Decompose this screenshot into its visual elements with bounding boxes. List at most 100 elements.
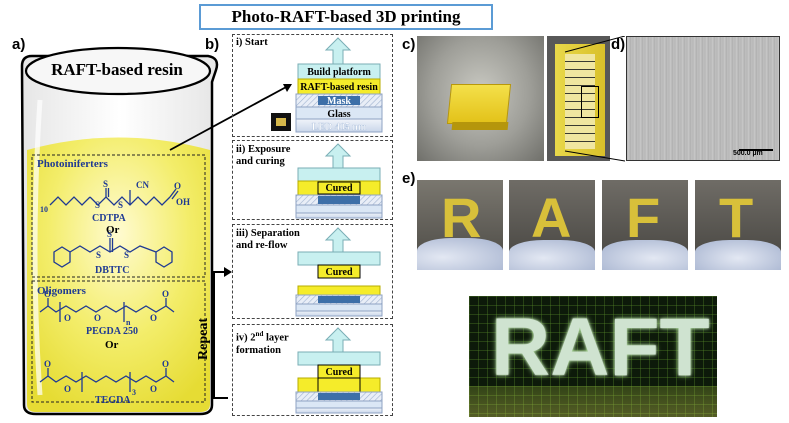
pegda-n: n [126,318,131,327]
label-build-platform: Build platform [307,67,371,78]
letter-photo-a: A [509,180,595,270]
photoiniferters-heading: Photoiniferters [37,158,108,170]
up-arrow-start [324,37,352,65]
step-layer-line1: iv) 2 [236,332,256,344]
step-separation-line1: iii) Separation [236,228,300,239]
dbttc-s1: S [96,250,101,260]
panel-label-c: c) [402,36,416,53]
step-layer-label: iv) 2nd layer formation [236,328,289,357]
zoom-lines [564,36,625,162]
dbttc-label: DBTTC [95,265,130,276]
glowing-raft-photo: R A F T [469,296,717,417]
step-exposure-line2: and curing [236,156,285,167]
or-label-1: Or [106,224,120,236]
repeat-bracket [213,271,228,399]
dbttc-s2: S [107,229,112,239]
dbttc-structure [53,238,173,268]
step-layer-line2: formation [236,344,281,356]
resin-liquid [27,137,210,412]
letter-photo-r: R [417,180,503,270]
mask-layer [318,96,360,105]
pegda-structure [39,298,175,322]
zoom-arrow [169,85,289,151]
tegda-o3: O [150,384,157,394]
figure-title: Photo-RAFT-based 3D printing [199,4,493,30]
pegda-o2: O [64,313,71,323]
panel-label-e: e) [402,170,416,187]
printed-cube-photo [417,36,544,161]
letter-photo-f: F [602,180,688,270]
step-exposure-label: ii) Exposure and curing [236,144,290,168]
cdtpa-cn: CN [136,180,149,190]
panel-label-a: a) [12,36,26,53]
step-separation-box [232,224,393,319]
led-layer [295,118,383,133]
cdtpa-oh: OH [176,197,190,207]
pegda-o3: O [94,313,101,323]
letter-r: R [441,186,482,249]
glow-letter-r: R [491,302,551,393]
cdtpa-label: CDTPA [92,213,126,224]
tegda-n3: 3 [132,388,136,397]
step-layer-line1b: layer [263,332,289,344]
label-cured-ii: Cured [325,183,352,194]
letter-f: F [626,186,661,249]
step-exposure-box [232,140,393,220]
sem-scale-label: 500.0 µm [733,150,763,157]
label-resin: RAFT-based resin [300,82,378,93]
cdtpa-s1: S [95,200,100,210]
tegda-o2: O [64,384,71,394]
stack-start [271,37,383,133]
tegda-label: TEGDA [95,395,131,406]
photoiniferters-box [31,154,206,278]
glow-letter-t: T [659,302,710,393]
step-separation-line2: and re-flow [236,240,288,251]
beaker-rim [24,46,212,96]
label-mask: Mask [327,96,351,107]
cdtpa-o: O [174,181,181,191]
label-led: LED 405 nm [312,122,367,133]
label-cured-iii: Cured [325,267,352,278]
pegda-o4: O [150,313,157,323]
cdtpa-s3: S [118,200,123,210]
oligomers-box [31,280,206,403]
step-exposure-line1: ii) Exposure [236,144,291,155]
tegda-o1: O [44,359,51,369]
step-layer-box [232,324,393,416]
stack-exposure [295,143,383,219]
step-layer-sup: nd [255,330,264,338]
letter-photo-t: T [695,180,781,270]
label-cured-iv: Cured [325,367,352,378]
stack-separation [295,227,383,317]
pegda-o1: O [44,289,51,299]
tegda-o4: O [162,359,169,369]
beaker-diagram: S S S CN OH O 10 S S S O O O O O n [20,46,292,416]
step-separation-label: iii) Separation and re-flow [236,228,300,252]
step-start-label: i) Start [236,37,268,48]
or-label-2: Or [105,339,119,351]
glowing-raft-letters: R A F T [491,302,710,394]
cube-ruler-photo [547,36,610,161]
oligomers-heading: Oligomers [37,285,86,297]
panel-label-b: b) [205,36,220,53]
glow-letter-a: A [550,302,610,393]
cdtpa-structure [49,188,179,206]
sem-scale-bar [739,149,773,151]
cdtpa-n10: 10 [40,205,48,214]
repeat-label: Repeat [196,318,211,360]
dbttc-s3: S [124,250,129,260]
letter-a: A [531,186,572,249]
pegda-o5: O [162,289,169,299]
letter-t: T [719,186,754,249]
glow-letter-f: F [609,302,660,393]
cdtpa-s2: S [103,179,108,189]
stack-layer [295,327,383,414]
beaker-title: RAFT-based resin [51,60,183,79]
label-glass: Glass [327,109,350,120]
pegda-label: PEGDA 250 [86,326,138,337]
panel-label-d: d) [611,36,626,53]
step-start-box [232,34,393,137]
process-stack-diagrams: Build platform RAFT-based resin Mask Gla… [196,37,383,414]
tegda-structure [39,368,175,392]
sem-image: 500.0 µm [626,36,780,161]
